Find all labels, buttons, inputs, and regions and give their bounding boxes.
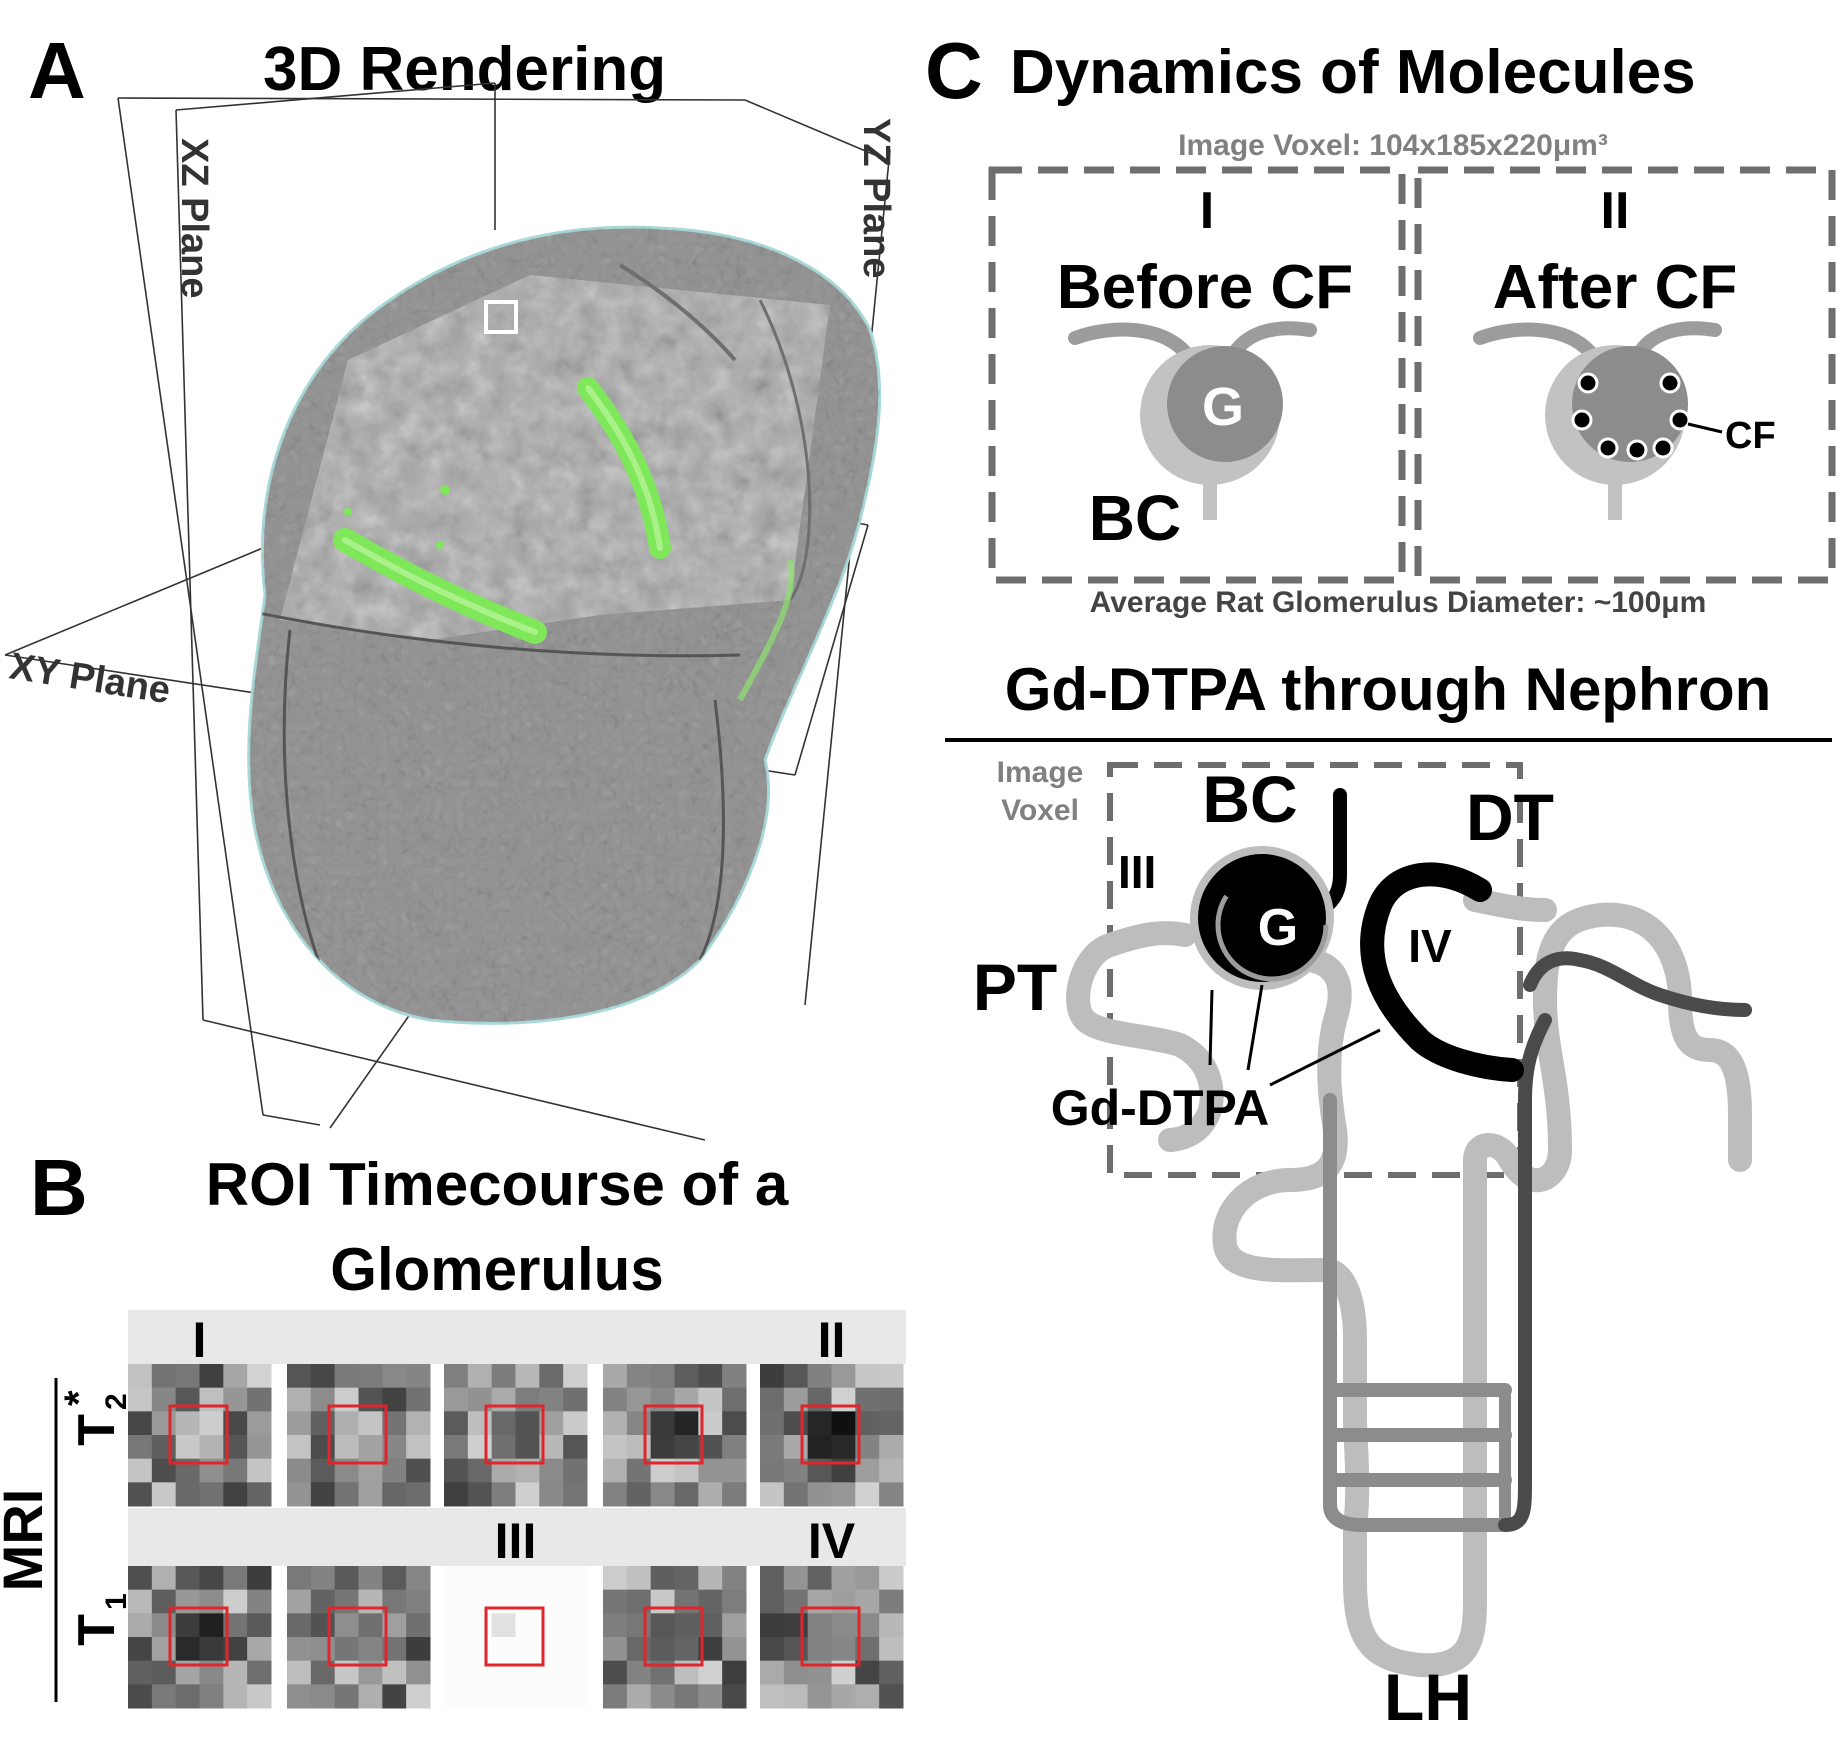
voxel-label-line1: Image — [997, 756, 1084, 789]
voxel-label-line2: Voxel — [1001, 794, 1079, 827]
voxel-caption: Image Voxel: 104x185x220μm³ — [1178, 129, 1608, 162]
roi-box — [168, 1404, 229, 1465]
mri-column-label: IV — [808, 1513, 856, 1569]
xy-plane-label: XY Plane — [7, 645, 174, 712]
svg-text:1: 1 — [100, 1593, 133, 1610]
mri-row-t1 — [128, 1566, 904, 1709]
nephron-title: Gd-DTPA through Nephron — [1005, 656, 1772, 723]
roi-box — [168, 1606, 229, 1667]
proximal-tubule — [1066, 888, 1752, 1678]
nephron-g-label: G — [1258, 899, 1298, 957]
mri-tile-t1-2 — [287, 1566, 431, 1709]
nephron-lh-label: LH — [1384, 1660, 1472, 1734]
roi-box — [643, 1606, 704, 1667]
mri-tile-t2star-1 — [128, 1364, 272, 1507]
panel-b-letter: B — [30, 1143, 88, 1232]
mri-tile-t1-5 — [760, 1566, 904, 1709]
nephron-pt-label: PT — [973, 950, 1057, 1024]
box1-title: Before CF — [1057, 253, 1353, 322]
t2star-row-label: T 2 * — [57, 1390, 133, 1446]
nephron-diagram: Gd-DTPA through Nephron Image Voxel — [945, 656, 1832, 1734]
roi-marker — [484, 300, 518, 334]
nephron-glomerulus — [1190, 846, 1334, 990]
row1-label-band — [128, 1310, 906, 1364]
mri-tile-t2star-5 — [760, 1364, 904, 1507]
panel-b-title-line2: Glomerulus — [330, 1236, 663, 1303]
t1-row-label: T 1 — [68, 1593, 133, 1646]
box2-title: After CF — [1493, 253, 1738, 322]
row2-label-band — [128, 1508, 906, 1566]
mri-column-label: II — [818, 1312, 846, 1368]
bounding-box-lines — [4, 82, 891, 1141]
roi-box — [800, 1404, 861, 1465]
box2-cf-label: CF — [1725, 415, 1776, 457]
mri-row-t2star — [128, 1364, 904, 1507]
svg-text:*: * — [57, 1390, 101, 1406]
box-after-cf — [1414, 166, 1836, 584]
nephron-gd-label: Gd-DTPA — [1051, 1080, 1269, 1136]
box-before-cf — [988, 166, 1406, 584]
mri-side-label: MRI — [0, 1489, 54, 1592]
roi-box — [484, 1404, 545, 1465]
panel-c: C Dynamics of Molecules Image Voxel: 104… — [925, 26, 1836, 619]
box1-bc-label: BC — [1089, 482, 1181, 554]
panel-b-title-line1: ROI Timecourse of a — [206, 1151, 789, 1218]
glomerulus-before — [1068, 321, 1317, 520]
mri-column-label: III — [495, 1513, 537, 1569]
svg-text:T: T — [68, 1614, 126, 1646]
glomerulus-after — [1473, 321, 1723, 520]
roi-box — [327, 1404, 388, 1465]
nephron-iv-label: IV — [1408, 920, 1452, 972]
distal-tubule-dark — [1498, 951, 1752, 1532]
mri-column-label: I — [193, 1312, 207, 1368]
mri-tile-t2star-3 — [444, 1364, 588, 1507]
nephron-bc-label: BC — [1202, 762, 1297, 836]
roi-box — [484, 1606, 545, 1667]
yz-plane-label: YZ Plane — [855, 118, 897, 279]
panel-a-letter: A — [28, 26, 86, 115]
gd-pointer-lines — [1208, 984, 1381, 1087]
nephron-iii-label: III — [1118, 846, 1156, 898]
xz-plane-label: XZ Plane — [173, 138, 215, 299]
box1-numeral: I — [1200, 182, 1214, 240]
roi-box — [327, 1606, 388, 1667]
panel-c-letter: C — [925, 26, 983, 115]
mri-tile-t1-1 — [128, 1566, 272, 1709]
kidney-rendering — [247, 225, 882, 1025]
svg-text:T: T — [68, 1414, 126, 1446]
roi-box — [643, 1404, 704, 1465]
svg-text:2: 2 — [100, 1393, 133, 1410]
box1-g-label: G — [1202, 377, 1244, 437]
mri-tile-t2star-2 — [287, 1364, 431, 1507]
mri-tile-t1-4 — [603, 1566, 747, 1709]
mri-tile-t1-3 — [444, 1566, 588, 1709]
roi-box — [800, 1606, 861, 1667]
diameter-caption: Average Rat Glomerulus Diameter: ~100μm — [1090, 586, 1707, 619]
loop-of-henle — [1323, 1093, 1512, 1532]
mri-tile-t2star-4 — [603, 1364, 747, 1507]
panel-a: A 3D Rendering — [4, 26, 897, 1141]
panel-a-title: 3D Rendering — [263, 35, 666, 104]
box2-numeral: II — [1601, 182, 1630, 240]
nephron-dt-label: DT — [1466, 780, 1554, 854]
panel-c-title: Dynamics of Molecules — [1010, 38, 1696, 107]
cf-particles — [1571, 372, 1691, 461]
